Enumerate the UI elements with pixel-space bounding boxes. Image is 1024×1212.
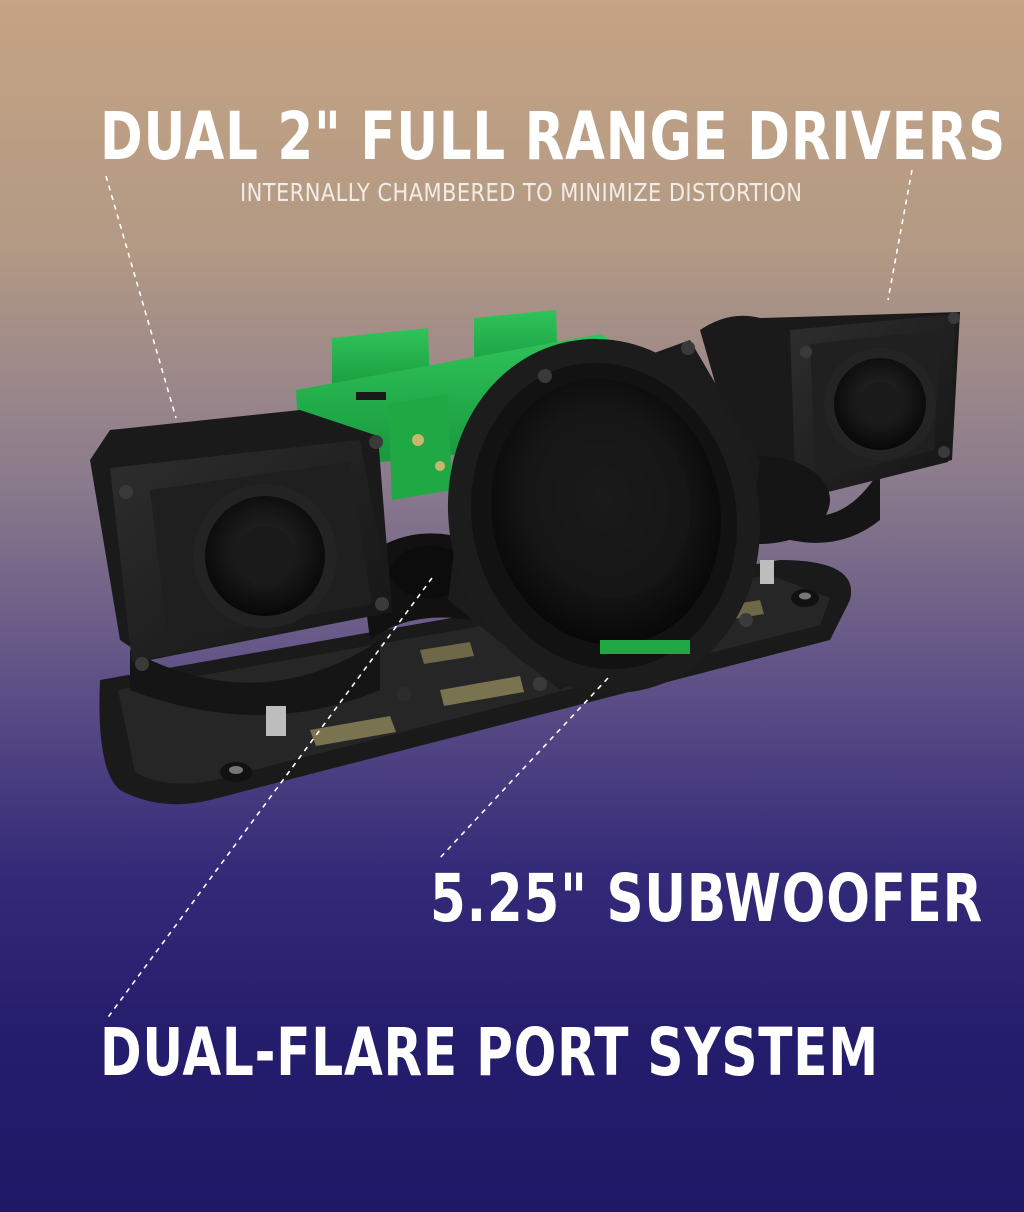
subwoofer (447, 338, 830, 694)
subwoofer-title: 5.25" SUBWOOFER (430, 860, 984, 937)
callout-lines (105, 169, 913, 1021)
connector-icon (266, 706, 286, 736)
screw-icon (397, 687, 411, 701)
left-full-range-driver (90, 410, 392, 715)
drivers-title: DUAL 2" FULL RANGE DRIVERS (100, 98, 1007, 175)
connector-icon (760, 560, 774, 584)
drivers-subtitle: INTERNALLY CHAMBERED TO MINIMIZE DISTORT… (240, 178, 803, 207)
port-system-title: DUAL-FLARE PORT SYSTEM (100, 1014, 879, 1091)
